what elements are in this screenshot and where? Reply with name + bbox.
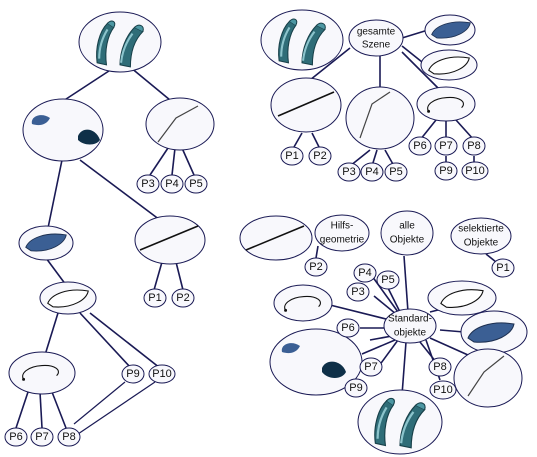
node-objects-blobs[interactable] [22,98,104,162]
point-p9-c[interactable]: P9 [344,378,368,398]
point-p10[interactable]: P10 [148,364,176,384]
polyline-icon [467,355,505,397]
node-gesamte-szene[interactable]: gesamte Szene [348,19,404,57]
straight-line-icon [139,225,199,251]
point-p7[interactable]: P7 [30,427,54,447]
svg-text:P9: P9 [126,368,139,380]
svg-text:P4: P4 [358,267,371,279]
svg-text:selektierte: selektierte [458,224,504,235]
svg-text:P6: P6 [413,140,426,152]
node-polyline-3[interactable] [453,348,523,408]
point-p7-c[interactable]: P7 [359,357,383,377]
svg-text:P5: P5 [189,178,202,190]
node-polyline-2[interactable] [345,86,415,150]
svg-text:P10: P10 [433,384,453,396]
point-p2[interactable]: P2 [171,288,195,308]
svg-text:Objekte: Objekte [464,238,499,249]
dark-blob-icon [322,361,346,378]
point-p2-c[interactable]: P2 [304,257,328,277]
point-p4[interactable]: P4 [160,174,184,194]
straight-line-icon [277,91,335,117]
svg-text:Standard-: Standard- [388,314,432,325]
node-standardobjekte[interactable]: Standard- objekte [383,308,437,344]
svg-text:P6: P6 [9,431,22,443]
svg-text:P1: P1 [148,292,161,304]
point-p5[interactable]: P5 [184,174,208,194]
blue-blob-icon [31,115,50,126]
point-p2-b[interactable]: P2 [308,146,332,166]
point-p6[interactable]: P6 [4,427,28,447]
svg-text:P3: P3 [141,178,154,190]
svg-text:P5: P5 [381,274,394,286]
svg-text:Hilfs-: Hilfs- [331,221,354,232]
svg-text:P2: P2 [313,150,326,162]
svg-text:P5: P5 [389,166,402,178]
svg-text:P4: P4 [365,166,378,178]
node-open-curve-3[interactable] [273,284,333,322]
point-p7-b[interactable]: P7 [434,136,458,156]
node-alle-objekte[interactable]: alle Objekte [380,210,434,256]
svg-text:P10: P10 [465,165,485,177]
svg-text:P7: P7 [439,140,452,152]
point-p3[interactable]: P3 [136,174,160,194]
node-polyline[interactable] [145,97,215,151]
svg-text:objekte: objekte [394,328,427,339]
point-p4-b[interactable]: P4 [360,162,384,182]
svg-text:P1: P1 [496,262,509,274]
tree-left-top: P3 P4 P5 P1 P2 P9 P10 P6 P7 P8 [4,11,215,447]
straight-line-icon [245,225,305,251]
svg-text:P9: P9 [439,165,452,177]
svg-text:gesamte: gesamte [357,27,396,38]
point-p10-c[interactable]: P10 [429,380,457,400]
svg-text:P2: P2 [176,292,189,304]
svg-text:Objekte: Objekte [390,235,425,246]
svg-text:P1: P1 [285,150,298,162]
point-p9[interactable]: P9 [121,364,145,384]
node-open-curve-2[interactable] [416,86,476,122]
svg-text:P4: P4 [165,178,178,190]
svg-text:alle: alle [399,221,415,232]
point-p8-b[interactable]: P8 [462,136,486,156]
point-p9-b[interactable]: P9 [434,161,458,181]
svg-text:P3: P3 [351,286,364,298]
point-p1-c[interactable]: P1 [491,258,515,278]
tree-right-bottom: Hilfs- geometrie alle Objekte selektiert… [239,210,528,455]
svg-text:P7: P7 [35,431,48,443]
point-p4-c[interactable]: P4 [353,263,377,283]
node-selektierte-objekte[interactable]: selektierte Objekte [450,217,512,255]
point-p10-b[interactable]: P10 [461,161,489,181]
dark-blob-icon [78,129,100,145]
point-p8-c[interactable]: P8 [428,357,452,377]
svg-text:P9: P9 [349,382,362,394]
node-straight-line[interactable] [134,215,206,265]
svg-text:geometrie: geometrie [320,235,365,246]
svg-text:P7: P7 [364,361,377,373]
svg-text:Szene: Szene [362,40,391,51]
point-p6-b[interactable]: P6 [408,136,432,156]
node-open-curve[interactable] [8,351,76,395]
edges [15,29,497,435]
point-p1-b[interactable]: P1 [280,146,304,166]
point-p3-c[interactable]: P3 [346,282,370,302]
node-straight-line-2[interactable] [270,77,342,133]
svg-text:P3: P3 [342,166,355,178]
svg-text:P2: P2 [309,261,322,273]
point-p3-b[interactable]: P3 [337,162,361,182]
svg-text:P8: P8 [467,140,480,152]
polyline-icon [359,91,391,139]
point-p5-b[interactable]: P5 [384,162,408,182]
polyline-icon [157,105,199,143]
point-p1[interactable]: P1 [143,288,167,308]
svg-text:P8: P8 [433,361,446,373]
svg-text:P8: P8 [62,431,75,443]
svg-text:P10: P10 [152,368,172,380]
point-p6-c[interactable]: P6 [336,318,360,338]
point-p5-c[interactable]: P5 [376,270,400,290]
svg-text:P6: P6 [341,322,354,334]
tree-right-top: gesamte Szene P1 P2 P3 P4 P5 P6 P7 P8 P9… [260,9,489,182]
node-hilfsgeometrie[interactable]: Hilfs- geometrie [314,214,370,252]
point-p8[interactable]: P8 [57,427,81,447]
blue-blob-icon [281,343,300,354]
